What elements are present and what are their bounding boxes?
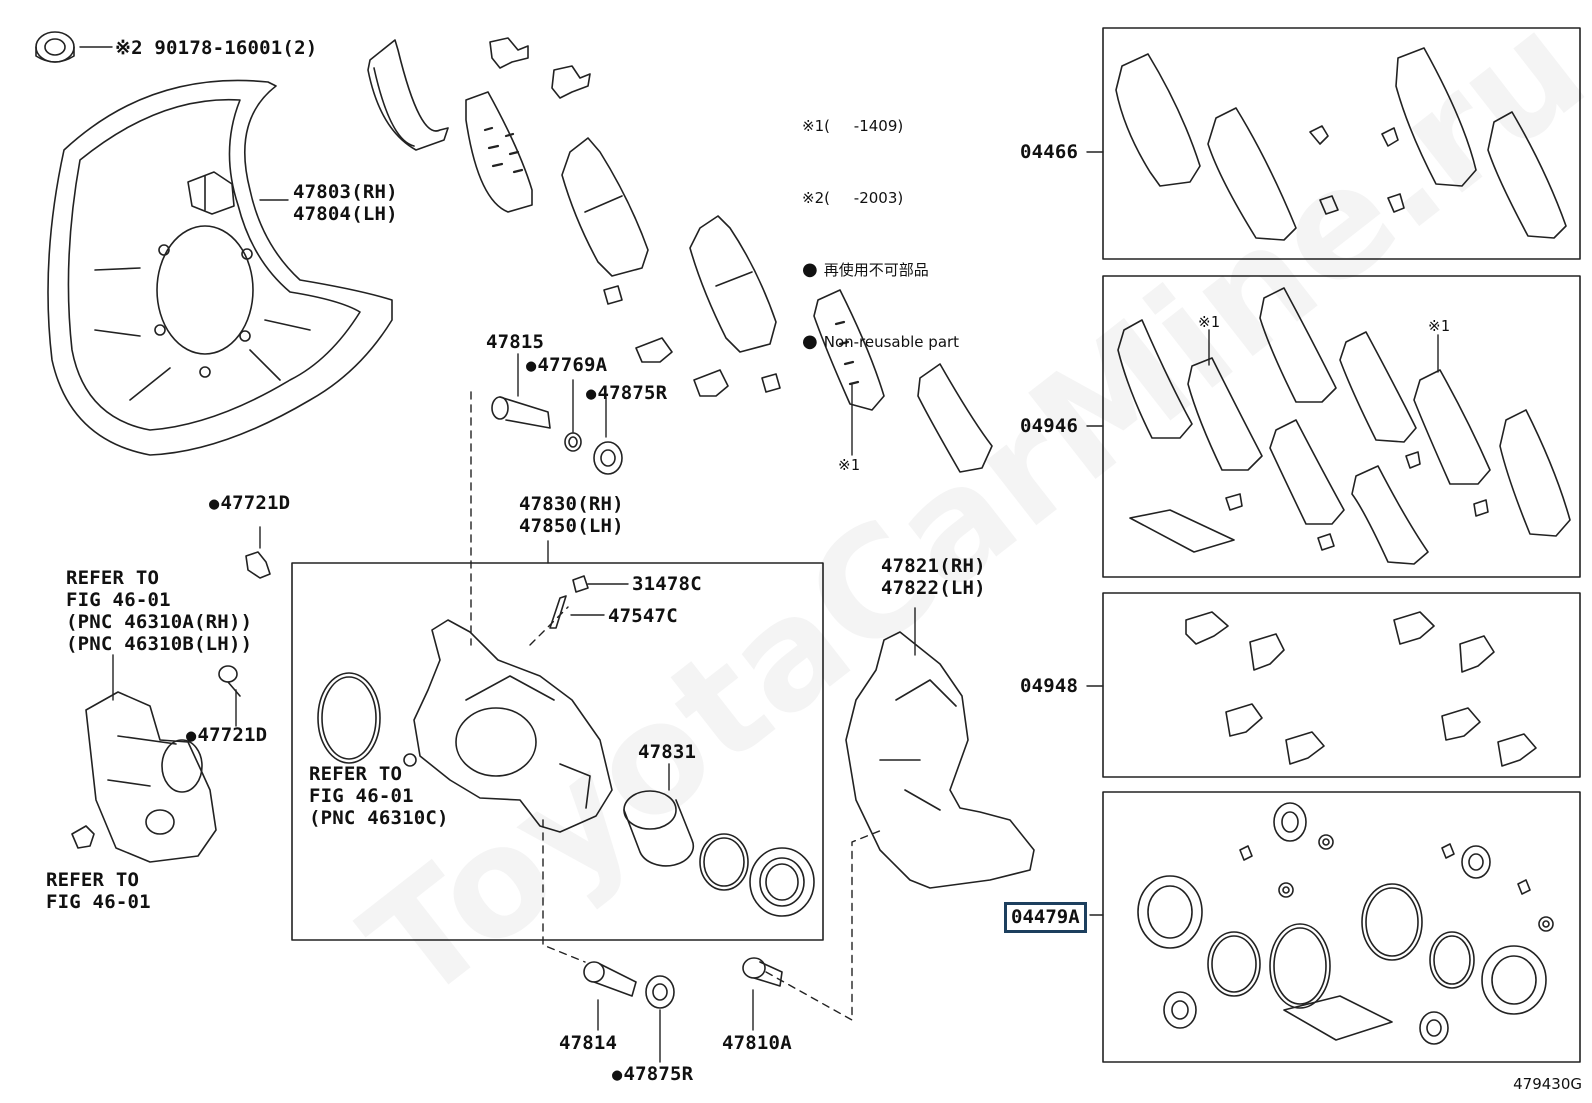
label-47875R-bot: 47875R <box>612 1064 693 1086</box>
bolt-47721D-top <box>245 551 271 579</box>
piston-47831 <box>623 790 695 867</box>
label-47830-rh: 47830(RH) <box>519 493 624 515</box>
leader-lines <box>79 46 1439 1063</box>
label-47547C: 47547C <box>608 605 678 627</box>
mounting-bracket-47821 <box>845 631 1035 889</box>
boot-47875R-top <box>593 441 623 475</box>
caliper-body-47830 <box>403 619 613 833</box>
legend-note-2: ※2( -2003) <box>802 189 904 207</box>
refer-note-1-line3: (PNC 46310A(RH)) <box>66 611 253 633</box>
refer-note-3-line3: (PNC 46310C) <box>309 807 449 829</box>
legend-note-1: ※1( -1409) <box>802 117 904 135</box>
kit-04948-parts <box>1185 611 1537 767</box>
refer-note-1-line1: REFER TO <box>66 567 160 589</box>
guide-pin-47815 <box>491 396 551 429</box>
refer-note-2-line1: REFER TO <box>46 869 140 891</box>
kit-box-04948 <box>1102 592 1581 778</box>
label-47850-lh: 47850(LH) <box>519 515 624 537</box>
brake-pad-6-shim <box>917 363 993 473</box>
parking-motor <box>85 691 217 863</box>
label-kit-04948[interactable]: 04948 <box>1020 675 1079 697</box>
guide-pin-47814 <box>583 961 637 997</box>
figure-id: 479430G <box>1513 1075 1582 1093</box>
brake-pad-2 <box>465 91 533 213</box>
brake-pad-4 <box>689 215 777 353</box>
label-kit-04946[interactable]: 04946 <box>1020 415 1079 437</box>
label-31478C: 31478C <box>632 573 702 595</box>
kit-04946-parts <box>1117 287 1571 565</box>
label-47875R-top: 47875R <box>586 383 667 405</box>
bleeder-47547C <box>549 595 567 629</box>
dust-shield-47803 <box>47 79 393 456</box>
legend: ※1( -1409) ※2( -2003) ●再使用不可部品 ●Non-reus… <box>802 66 959 378</box>
label-47721D-top: 47721D <box>209 493 290 515</box>
bushing-47769A <box>564 432 582 452</box>
brake-pad-5-shim <box>813 289 885 411</box>
piston-seal <box>699 833 749 891</box>
kit-04466-parts <box>1115 47 1567 241</box>
kit-04479A-parts <box>1137 802 1554 1045</box>
legend-nonreusable-jp: ●再使用不可部品 <box>802 259 929 280</box>
label-47822-lh: 47822(LH) <box>881 577 986 599</box>
label-pad-note-1: ※1 <box>838 456 860 474</box>
kit-box-04479A <box>1102 791 1581 1063</box>
label-kit-04466[interactable]: 04466 <box>1020 141 1079 163</box>
connector-plug <box>71 825 95 849</box>
small-clips <box>603 285 781 397</box>
label-47769A: 47769A <box>526 355 607 377</box>
label-47810A: 47810A <box>722 1032 792 1054</box>
kit-box-04946 <box>1102 275 1581 578</box>
label-47821-rh: 47821(RH) <box>881 555 986 577</box>
nut-90178 <box>35 31 75 63</box>
label-47721D-mid: 47721D <box>186 725 267 747</box>
label-47804-lh: 47804(LH) <box>293 203 398 225</box>
label-47815: 47815 <box>486 331 545 353</box>
label-47814: 47814 <box>559 1032 618 1054</box>
cap-31478C <box>572 575 589 593</box>
kit-04946-note-b: ※1 <box>1428 317 1450 335</box>
pad-clip-1 <box>489 37 591 99</box>
brake-pad-1 <box>367 39 449 151</box>
label-47803-rh: 47803(RH) <box>293 181 398 203</box>
refer-note-2-line2: FIG 46-01 <box>46 891 151 913</box>
refer-note-3-line1: REFER TO <box>309 763 403 785</box>
bullet-icon: ● <box>802 259 818 280</box>
bullet-icon: ● <box>802 331 818 352</box>
legend-nonreusable-en: ●Non-reusable part <box>802 331 960 352</box>
refer-note-3-line2: FIG 46-01 <box>309 785 414 807</box>
bolt-47721D-mid <box>218 665 241 697</box>
bolt-47810A <box>742 957 783 987</box>
boot-47875R-bot <box>645 975 675 1009</box>
caliper-group-box <box>291 562 824 941</box>
refer-note-1-line2: FIG 46-01 <box>66 589 171 611</box>
kit-04946-note-a: ※1 <box>1198 313 1220 331</box>
kit-box-04466 <box>1102 27 1581 260</box>
label-47831: 47831 <box>638 741 697 763</box>
brake-pad-3 <box>561 137 649 277</box>
refer-note-1-line4: (PNC 46310B(LH)) <box>66 633 253 655</box>
seal-ring-outer <box>317 672 381 764</box>
label-nut-90178: ※2 90178-16001(2) <box>115 37 318 59</box>
label-kit-04479A-highlighted[interactable]: 04479A <box>1004 902 1087 933</box>
piston-boot <box>749 847 815 917</box>
